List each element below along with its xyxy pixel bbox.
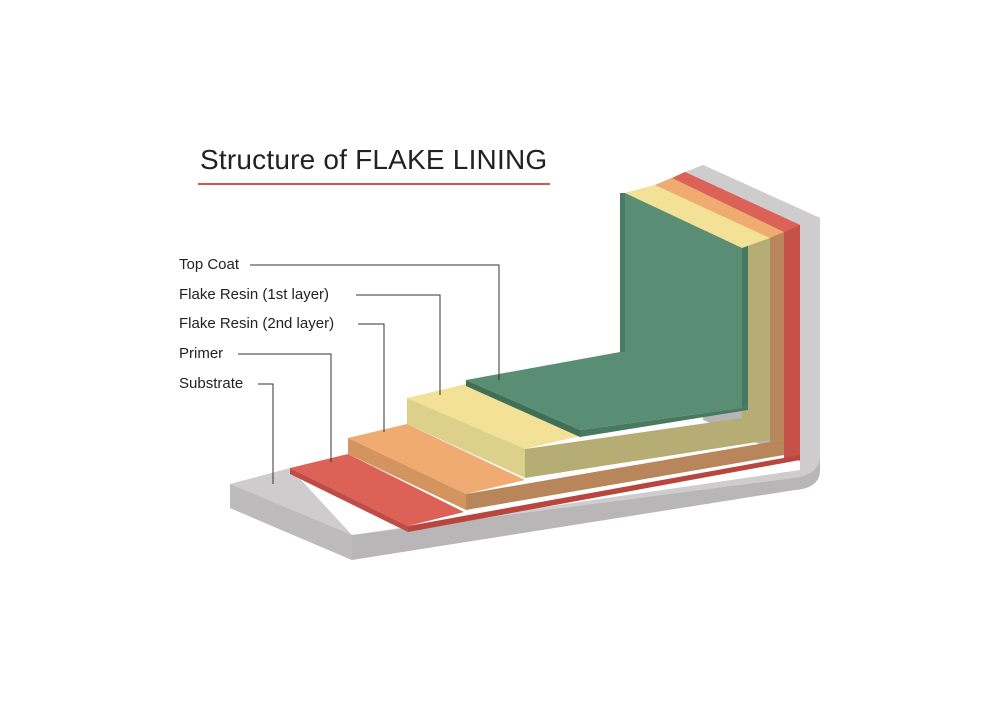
diagram-title: Structure of FLAKE LINING xyxy=(200,144,548,175)
label-substrate: Substrate xyxy=(179,375,244,392)
primer-layer xyxy=(290,172,800,532)
flake-resin-1st-layer xyxy=(407,185,770,478)
leader-line-flake-resin-2nd xyxy=(358,323,385,432)
label-flake-resin-2nd-layer: Flake Resin (2nd layer) xyxy=(179,315,335,332)
label-flake-resin-1st-layer: Flake Resin (1st layer) xyxy=(179,286,330,303)
flake-resin-2nd-layer xyxy=(348,178,784,510)
label-primer: Primer xyxy=(179,345,224,362)
leader-line-primer xyxy=(238,353,332,462)
top-coat-layer xyxy=(466,193,748,437)
leader-line-top-coat xyxy=(250,264,500,380)
title-underline xyxy=(198,183,550,185)
leader-lines xyxy=(238,264,500,484)
leader-line-flake-resin-1st xyxy=(356,294,441,395)
label-top-coat: Top Coat xyxy=(179,256,240,273)
leader-line-substrate xyxy=(258,383,274,484)
